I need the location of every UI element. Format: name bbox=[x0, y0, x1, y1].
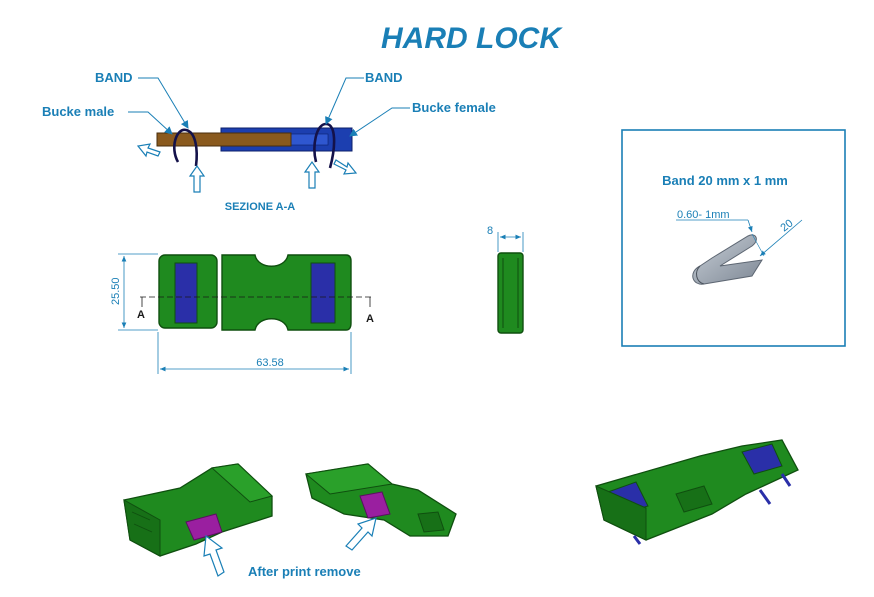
hollow-arrow-icon bbox=[203, 534, 225, 577]
section-a-a-view: BAND Bucke male BAND Bucke female SEZION… bbox=[42, 70, 496, 213]
band-width-dimension-line bbox=[759, 219, 803, 257]
female-slot-insert bbox=[310, 262, 336, 324]
height-dimension: 25.50 bbox=[110, 277, 122, 305]
iso-male-part bbox=[304, 463, 457, 537]
side-view: 8 bbox=[487, 225, 524, 334]
iso-female-part bbox=[123, 463, 273, 557]
hollow-arrow-icon bbox=[345, 517, 377, 551]
band-box-frame bbox=[621, 129, 846, 347]
steel-band bbox=[692, 234, 763, 285]
band-box-title: Band 20 mm x 1 mm bbox=[662, 173, 788, 188]
top-view: A A 25.50 63.58 bbox=[110, 253, 374, 374]
band-thickness-label: 0.60- 1mm bbox=[677, 209, 730, 221]
callout-leader bbox=[325, 77, 364, 125]
band-left-loop bbox=[173, 128, 198, 167]
male-label: Bucke male bbox=[42, 104, 114, 119]
thickness-dimension: 8 bbox=[487, 225, 493, 237]
remove-label: After print remove bbox=[248, 564, 361, 579]
female-label: Bucke female bbox=[412, 100, 496, 115]
side-buckle bbox=[497, 252, 524, 334]
section-mark-left: A bbox=[137, 309, 145, 321]
hollow-arrow-icon bbox=[188, 164, 206, 193]
hollow-arrow-icon bbox=[136, 143, 161, 158]
band-left-label: BAND bbox=[95, 70, 133, 85]
page-title: HARD LOCK bbox=[381, 22, 563, 55]
band-right-label: BAND bbox=[365, 70, 403, 85]
section-label: SEZIONE A-A bbox=[225, 201, 296, 213]
callout-leader bbox=[138, 77, 189, 129]
male-buckle-body bbox=[156, 132, 292, 147]
hollow-arrow-icon bbox=[333, 159, 358, 175]
iso-assembled-buckle bbox=[595, 439, 799, 545]
width-dimension: 63.58 bbox=[256, 357, 284, 369]
hollow-arrow-icon bbox=[303, 160, 321, 189]
callout-leader bbox=[349, 107, 410, 137]
section-mark-right: A bbox=[366, 313, 374, 325]
male-slot-insert bbox=[174, 262, 198, 324]
callout-leader bbox=[128, 111, 173, 135]
band-thickness-leader bbox=[747, 219, 753, 233]
band-box: Band 20 mm x 1 mm 0.60- 1mm 20 bbox=[621, 129, 846, 347]
band-width-label: 20 bbox=[778, 217, 795, 234]
